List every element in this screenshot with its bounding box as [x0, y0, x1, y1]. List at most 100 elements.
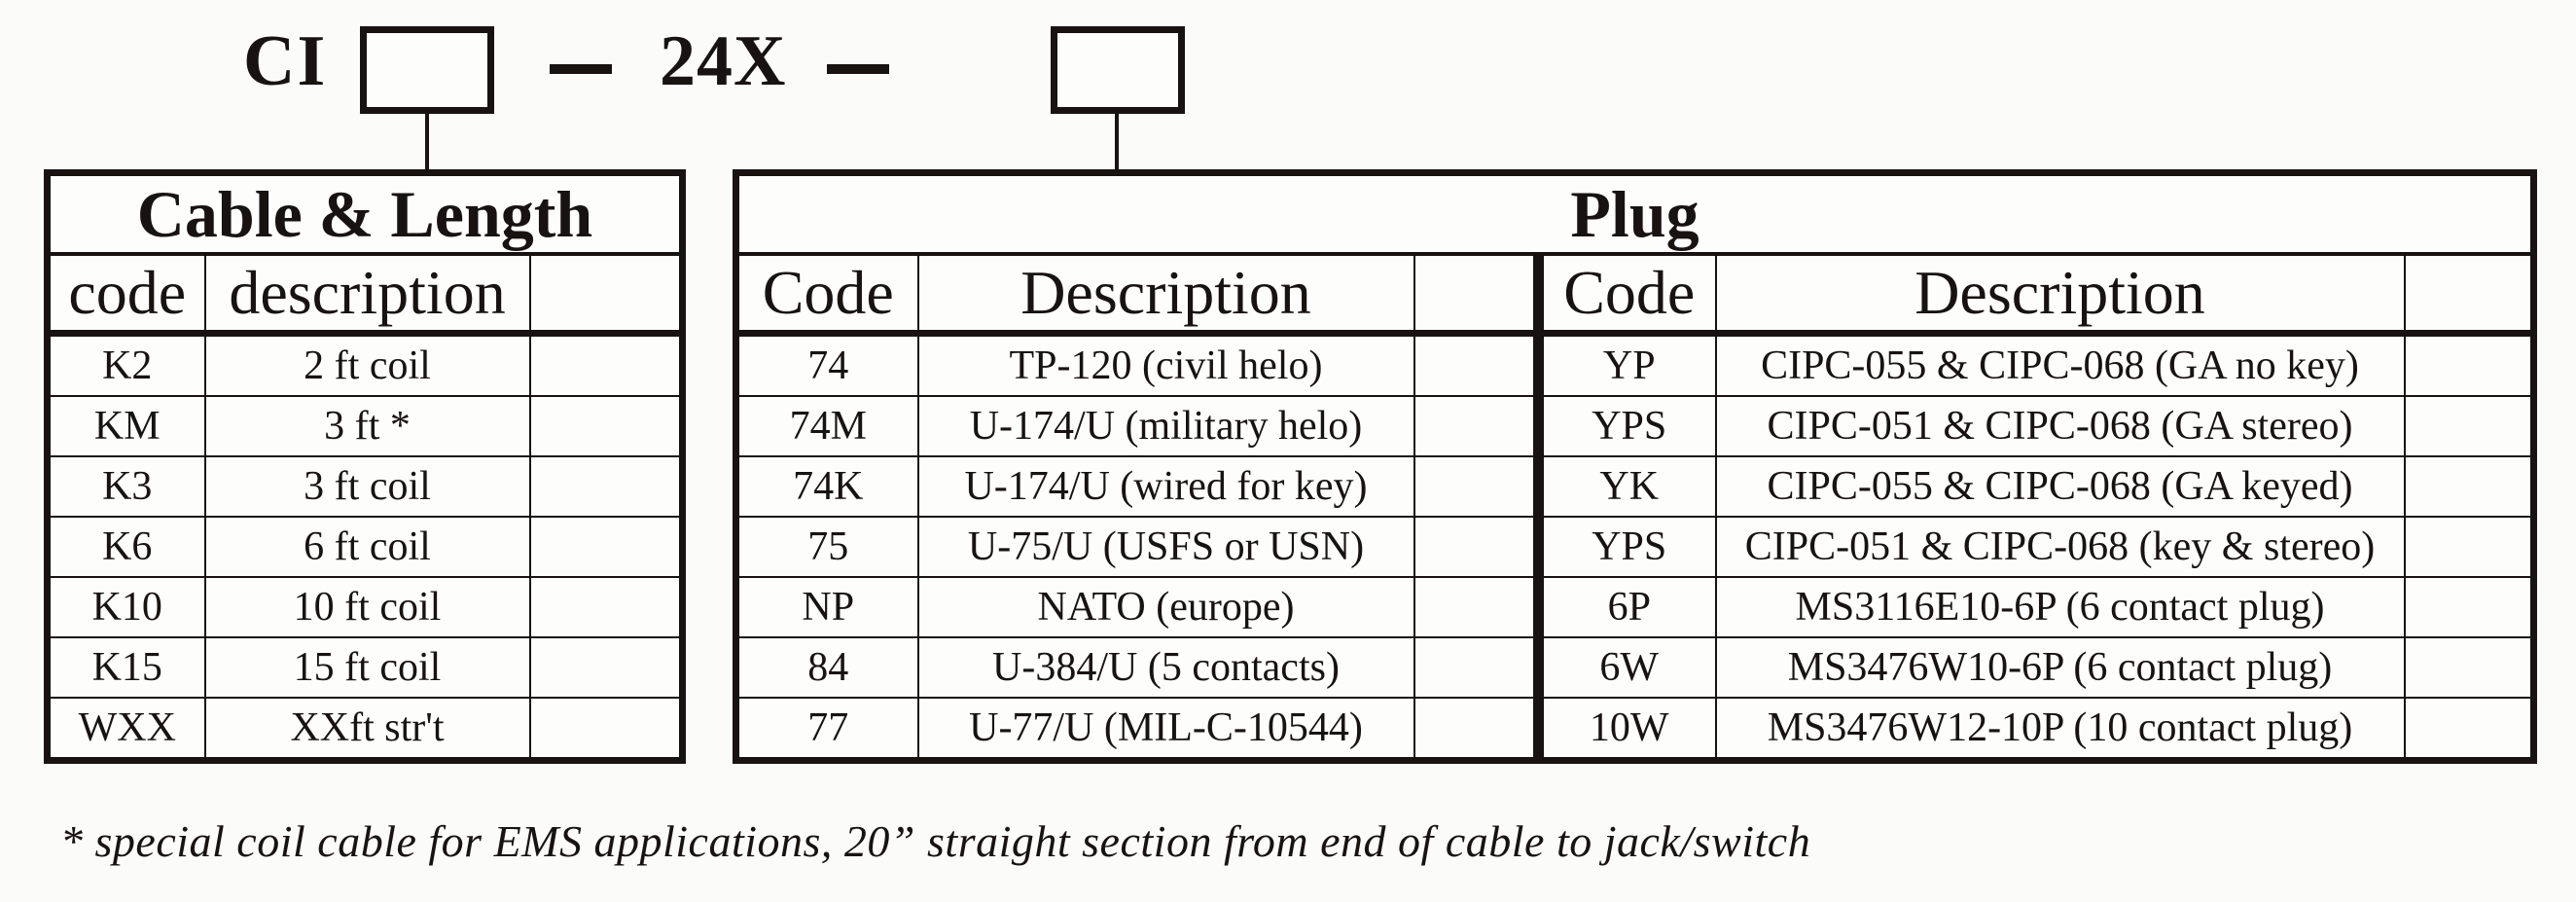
plug-right-code-cell: 6W [1533, 636, 1717, 699]
plug-right-code-cell: YPS [1533, 516, 1717, 578]
plug-right-code-cell: 6P [1533, 576, 1717, 638]
cable-empty-cell [528, 455, 684, 518]
plug-left-description-cell: U-174/U (military helo) [916, 395, 1415, 457]
plug-right-empty-cell [2403, 636, 2535, 699]
cable-empty-header [528, 253, 684, 337]
plug-right-description-cell: CIPC-051 & CIPC-068 (GA stereo) [1714, 395, 2406, 457]
plug-right-code-cell: 10W [1533, 697, 1717, 762]
plug-right-empty-cell [2403, 395, 2535, 457]
plug-right-empty-cell [2403, 576, 2535, 638]
plug-box-connector-line [1115, 114, 1119, 170]
plug-table-title: Plug [734, 171, 2535, 256]
plug-right-description-cell: CIPC-051 & CIPC-068 (key & stereo) [1714, 516, 2406, 578]
dash-separator-icon [827, 64, 889, 74]
cable-description-header: description [203, 253, 531, 337]
cable-code-cell: K3 [46, 455, 206, 518]
plug-left-description-cell: U-75/U (USFS or USN) [916, 516, 1415, 578]
plug-left-code-cell: 74K [734, 455, 919, 518]
cable-table-title: Cable & Length [46, 171, 684, 256]
part-number-prefix: CI [243, 21, 328, 101]
dash-separator-icon [550, 64, 612, 74]
cable-table-header-row: code description [46, 253, 684, 337]
plug-right-description-cell: MS3476W10-6P (6 contact plug) [1714, 636, 2406, 699]
cable-code-cell: K10 [46, 576, 206, 638]
cable-description-cell: 3 ft coil [203, 455, 531, 518]
cable-code-header: code [46, 253, 206, 337]
plug-left-empty-cell [1413, 576, 1540, 638]
plug-left-description-cell: U-77/U (MIL-C-10544) [916, 697, 1415, 762]
plug-right-empty-cell [2403, 332, 2535, 397]
plug-right-code-header: Code [1533, 253, 1717, 337]
plug-right-description-cell: MS3116E10-6P (6 contact plug) [1714, 576, 2406, 638]
plug-left-code-header: Code [734, 253, 919, 337]
plug-left-description-header: Description [916, 253, 1415, 337]
plug-left-description-cell: U-174/U (wired for key) [916, 455, 1415, 518]
plug-table-title-row: Plug [734, 171, 2535, 256]
cable-description-cell: 10 ft coil [203, 576, 531, 638]
cable-empty-cell [528, 636, 684, 699]
plug-left-empty-cell [1413, 636, 1540, 699]
plug-left-empty-cell [1413, 455, 1540, 518]
cable-code-box [360, 26, 494, 114]
plug-left-empty-cell [1413, 332, 1540, 397]
plug-left-code-cell: 75 [734, 516, 919, 578]
plug-right-code-cell: YK [1533, 455, 1717, 518]
plug-right-empty-cell [2403, 455, 2535, 518]
plug-code-box [1051, 26, 1185, 114]
cable-description-cell: 6 ft coil [203, 516, 531, 578]
plug-left-code-cell: 74M [734, 395, 919, 457]
plug-left-code-cell: 74 [734, 332, 919, 397]
plug-right-code-cell: YPS [1533, 395, 1717, 457]
plug-table-header-row: Code Description Code Description [734, 253, 2535, 337]
part-number-model: 24X [660, 21, 787, 101]
plug-right-code-cell: YP [1533, 332, 1717, 397]
cable-table-title-row: Cable & Length [46, 171, 684, 256]
plug-left-description-cell: U-384/U (5 contacts) [916, 636, 1415, 699]
cable-code-cell: K2 [46, 332, 206, 397]
cable-description-cell: 15 ft coil [203, 636, 531, 699]
cable-code-cell: KM [46, 395, 206, 457]
cable-empty-cell [528, 697, 684, 762]
cable-description-cell: XXft str't [203, 697, 531, 762]
plug-left-empty-cell [1413, 697, 1540, 762]
footnote: * special coil cable for EMS application… [60, 816, 1811, 866]
cable-code-cell: WXX [46, 697, 206, 762]
cable-code-cell: K6 [46, 516, 206, 578]
cable-description-cell: 2 ft coil [203, 332, 531, 397]
plug-left-description-cell: TP-120 (civil helo) [916, 332, 1415, 397]
plug-left-empty-cell [1413, 516, 1540, 578]
cable-empty-cell [528, 332, 684, 397]
plug-right-empty-header [2403, 253, 2535, 337]
plug-right-description-header: Description [1714, 253, 2406, 337]
plug-right-empty-cell [2403, 697, 2535, 762]
plug-right-description-cell: MS3476W12-10P (10 contact plug) [1714, 697, 2406, 762]
cable-empty-cell [528, 516, 684, 578]
cable-empty-cell [528, 395, 684, 457]
plug-right-empty-cell [2403, 516, 2535, 578]
plug-left-code-cell: 84 [734, 636, 919, 699]
cable-description-cell: 3 ft * [203, 395, 531, 457]
plug-left-code-cell: NP [734, 576, 919, 638]
plug-left-code-cell: 77 [734, 697, 919, 762]
plug-right-description-cell: CIPC-055 & CIPC-068 (GA keyed) [1714, 455, 2406, 518]
plug-left-empty-cell [1413, 395, 1540, 457]
cable-code-cell: K15 [46, 636, 206, 699]
plug-left-empty-header [1413, 253, 1540, 337]
cable-box-connector-line [425, 114, 429, 170]
